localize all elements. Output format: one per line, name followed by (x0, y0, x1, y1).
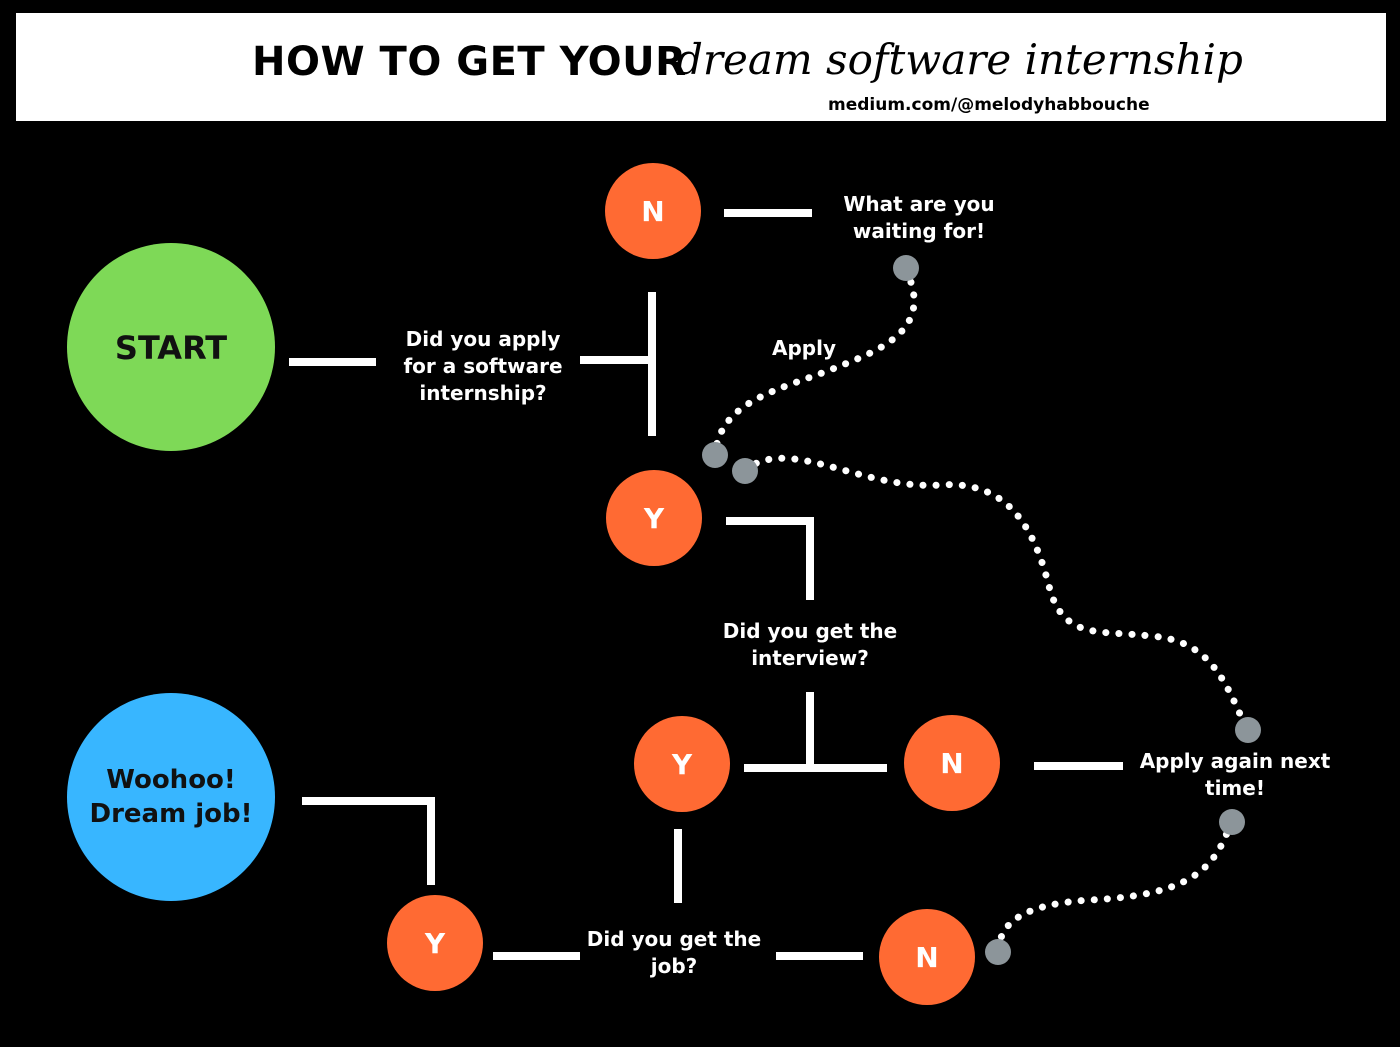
source-credit: medium.com/@melodyhabbouche (828, 95, 1150, 115)
apply-again-message: Apply again next time! (1130, 748, 1340, 802)
n-interview-label: N (940, 747, 964, 780)
dream-job-label-line2: Dream job! (89, 799, 253, 829)
dream-job-node (67, 693, 275, 901)
y-job-label: Y (424, 927, 446, 960)
job-question-line1: Did you get the (586, 927, 762, 951)
title-main: HOW TO GET YOUR (252, 39, 687, 85)
dotted-path-retry-job (994, 818, 1235, 956)
endpoint-dot (732, 458, 758, 484)
decision-node-y-job (387, 895, 483, 991)
n-job-label: N (915, 941, 939, 974)
connector-dream-y (302, 797, 435, 885)
connector-lines (289, 209, 1123, 960)
endpoint-dot (1235, 717, 1261, 743)
waiting-message: What are you waiting for! (819, 191, 1019, 245)
endpoint-dot (1219, 809, 1245, 835)
waiting-message-line1: What are you (843, 192, 995, 216)
decision-node-n-interview (904, 715, 1000, 811)
title-script: dream software internship (676, 35, 1243, 84)
dotted-path-retry-interview (741, 454, 1251, 734)
decision-node-n-top (605, 163, 701, 259)
interview-question: Did you get the interview? (705, 618, 915, 672)
dotted-path-apply (711, 266, 918, 459)
interview-question-line1: Did you get the (722, 619, 898, 643)
y-interview-label: Y (671, 748, 693, 781)
apply-question-line1: Did you apply (405, 327, 561, 351)
interview-question-line2: interview? (751, 646, 869, 670)
apply-again-line1: Apply again next (1139, 749, 1331, 773)
n-top-label: N (641, 195, 665, 228)
dotted-paths (711, 266, 1251, 956)
endpoint-dot (893, 255, 919, 281)
header-banner: HOW TO GET YOUR dream software internshi… (16, 13, 1386, 121)
apply-question: Did you apply for a software internship? (383, 326, 583, 407)
y-apply-label: Y (643, 502, 665, 535)
decision-node-y-interview (634, 716, 730, 812)
endpoint-dot (702, 442, 728, 468)
endpoint-dot (985, 939, 1011, 965)
dream-job-label-line1: Woohoo! (106, 765, 236, 795)
apply-again-line2: time! (1205, 776, 1265, 800)
apply-question-line2: for a software (403, 354, 563, 378)
waiting-message-line2: waiting for! (852, 219, 986, 243)
path-endpoints (702, 255, 1261, 965)
apply-question-line3: internship? (419, 381, 547, 405)
start-label: START (114, 329, 228, 367)
job-question: Did you get the job? (569, 926, 779, 980)
apply-label: Apply (771, 336, 836, 360)
decision-node-n-job (879, 909, 975, 1005)
decision-node-y-apply (606, 470, 702, 566)
job-question-line2: job? (650, 954, 698, 978)
connector-y-interview (726, 517, 814, 600)
start-node (67, 243, 275, 451)
